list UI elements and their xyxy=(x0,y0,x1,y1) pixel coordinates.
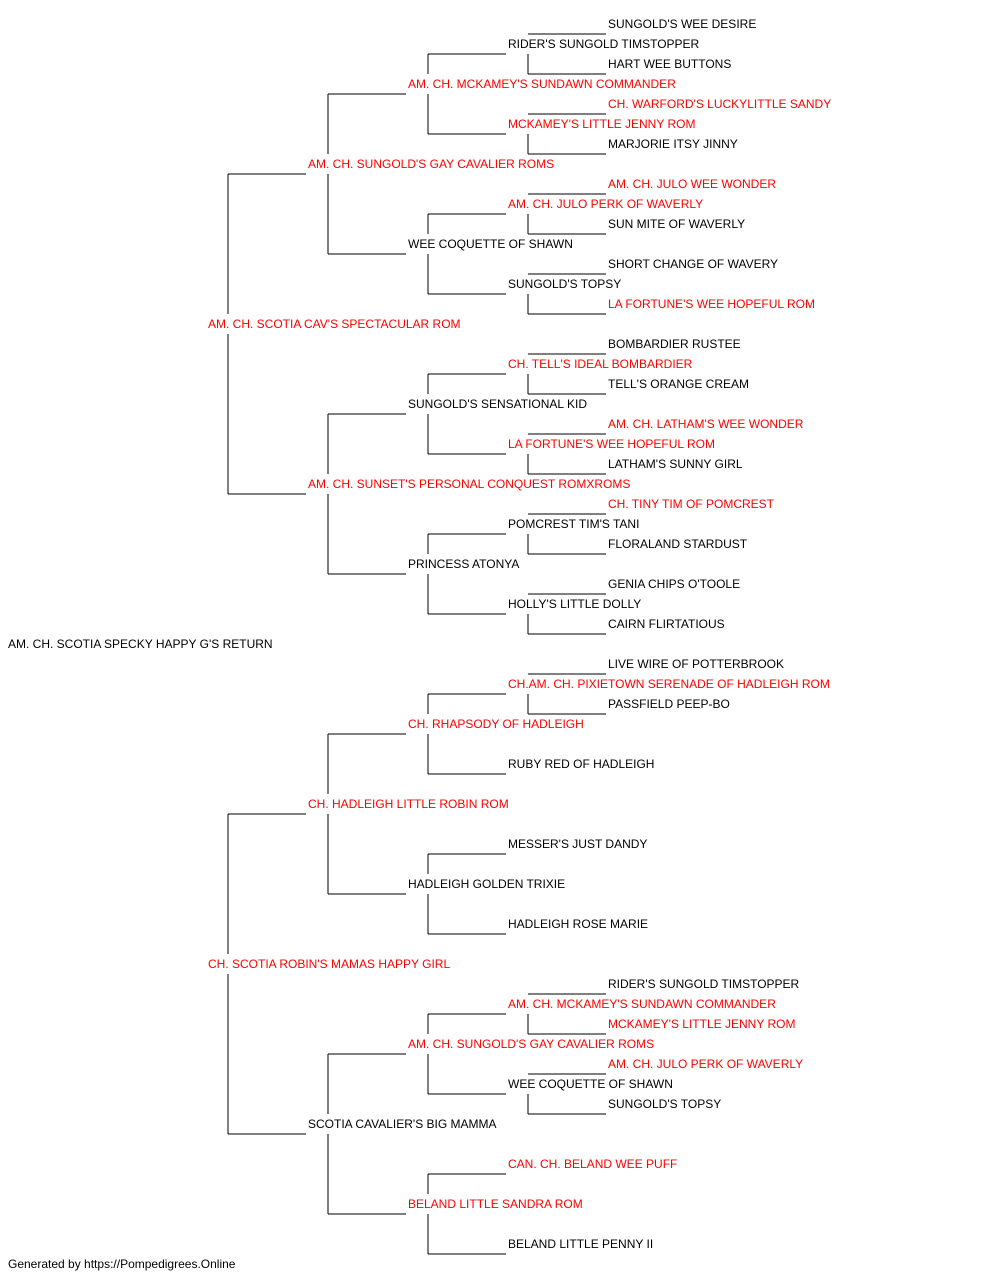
pedigree-name-gen4: AM. CH. JULO PERK OF WAVERLY xyxy=(508,197,704,211)
pedigree-name-gen3: WEE COQUETTE OF SHAWN xyxy=(408,237,573,251)
pedigree-name-gen3: AM. CH. MCKAMEY'S SUNDAWN COMMANDER xyxy=(408,77,676,91)
pedigree-name-gen5: SUNGOLD'S TOPSY xyxy=(608,1097,722,1111)
pedigree-name-gen0: AM. CH. SCOTIA SPECKY HAPPY G'S RETURN xyxy=(8,637,273,651)
pedigree-name-gen5: MARJORIE ITSY JINNY xyxy=(608,137,738,151)
pedigree-name-gen5: CH. WARFORD'S LUCKYLITTLE SANDY xyxy=(608,97,832,111)
pedigree-name-gen5: LIVE WIRE OF POTTERBROOK xyxy=(608,657,785,671)
pedigree-name-gen5: RIDER'S SUNGOLD TIMSTOPPER xyxy=(608,977,800,991)
pedigree-name-gen5: AM. CH. LATHAM'S WEE WONDER xyxy=(608,417,804,431)
pedigree-name-gen4: WEE COQUETTE OF SHAWN xyxy=(508,1077,673,1091)
pedigree-name-gen5: SUN MITE OF WAVERLY xyxy=(608,217,746,231)
pedigree-name-gen4: MCKAMEY'S LITTLE JENNY ROM xyxy=(508,117,696,131)
pedigree-name-gen4: RUBY RED OF HADLEIGH xyxy=(508,757,655,771)
pedigree-name-gen3: BELAND LITTLE SANDRA ROM xyxy=(408,1197,583,1211)
pedigree-name-gen2: SCOTIA CAVALIER'S BIG MAMMA xyxy=(308,1117,497,1131)
pedigree-name-gen3: HADLEIGH GOLDEN TRIXIE xyxy=(408,877,566,891)
pedigree-name-gen4: RIDER'S SUNGOLD TIMSTOPPER xyxy=(508,37,700,51)
pedigree-name-gen5: CAIRN FLIRTATIOUS xyxy=(608,617,725,631)
pedigree-name-gen4: POMCREST TIM'S TANI xyxy=(508,517,640,531)
pedigree-name-gen5: AM. CH. JULO WEE WONDER xyxy=(608,177,777,191)
pedigree-name-gen5: SHORT CHANGE OF WAVERY xyxy=(608,257,779,271)
pedigree-name-gen4: HADLEIGH ROSE MARIE xyxy=(508,917,649,931)
pedigree-name-gen5: TELL'S ORANGE CREAM xyxy=(608,377,749,391)
pedigree-name-gen4: SUNGOLD'S TOPSY xyxy=(508,277,622,291)
pedigree-name-gen5: MCKAMEY'S LITTLE JENNY ROM xyxy=(608,1017,796,1031)
pedigree-name-gen4: AM. CH. MCKAMEY'S SUNDAWN COMMANDER xyxy=(508,997,776,1011)
pedigree-name-gen5: AM. CH. JULO PERK OF WAVERLY xyxy=(608,1057,804,1071)
generated-by-footer: Generated by https://Pompedigrees.Online xyxy=(8,1257,236,1271)
pedigree-name-gen2: AM. CH. SUNSET'S PERSONAL CONQUEST ROMXR… xyxy=(308,477,631,491)
pedigree-name-gen3: SUNGOLD'S SENSATIONAL KID xyxy=(408,397,587,411)
pedigree-name-gen3: AM. CH. SUNGOLD'S GAY CAVALIER ROMS xyxy=(408,1037,655,1051)
pedigree-name-gen4: CAN. CH. BELAND WEE PUFF xyxy=(508,1157,678,1171)
pedigree-name-gen1: CH. SCOTIA ROBIN'S MAMAS HAPPY GIRL xyxy=(208,957,451,971)
pedigree-name-gen5: GENIA CHIPS O'TOOLE xyxy=(608,577,741,591)
pedigree-name-gen4: BELAND LITTLE PENNY II xyxy=(508,1237,654,1251)
pedigree-name-gen3: PRINCESS ATONYA xyxy=(408,557,520,571)
pedigree-name-gen3: CH. RHAPSODY OF HADLEIGH xyxy=(408,717,584,731)
pedigree-name-gen5: SUNGOLD'S WEE DESIRE xyxy=(608,17,757,31)
pedigree-name-gen1: AM. CH. SCOTIA CAV'S SPECTACULAR ROM xyxy=(208,317,461,331)
pedigree-name-gen4: HOLLY'S LITTLE DOLLY xyxy=(508,597,642,611)
pedigree-name-gen5: FLORALAND STARDUST xyxy=(608,537,748,551)
pedigree-name-gen5: BOMBARDIER RUSTEE xyxy=(608,337,741,351)
pedigree-name-gen2: CH. HADLEIGH LITTLE ROBIN ROM xyxy=(308,797,509,811)
pedigree-name-gen5: LA FORTUNE'S WEE HOPEFUL ROM xyxy=(608,297,815,311)
pedigree-name-gen4: CH.AM. CH. PIXIETOWN SERENADE OF HADLEIG… xyxy=(508,677,830,691)
pedigree-name-gen5: PASSFIELD PEEP-BO xyxy=(608,697,730,711)
pedigree-name-gen4: LA FORTUNE'S WEE HOPEFUL ROM xyxy=(508,437,715,451)
pedigree-name-gen5: CH. TINY TIM OF POMCREST xyxy=(608,497,775,511)
pedigree-name-gen2: AM. CH. SUNGOLD'S GAY CAVALIER ROMS xyxy=(308,157,555,171)
pedigree-name-gen4: MESSER'S JUST DANDY xyxy=(508,837,648,851)
pedigree-name-gen5: LATHAM'S SUNNY GIRL xyxy=(608,457,743,471)
pedigree-name-gen5: HART WEE BUTTONS xyxy=(608,57,732,71)
pedigree-name-gen4: CH. TELL'S IDEAL BOMBARDIER xyxy=(508,357,693,371)
